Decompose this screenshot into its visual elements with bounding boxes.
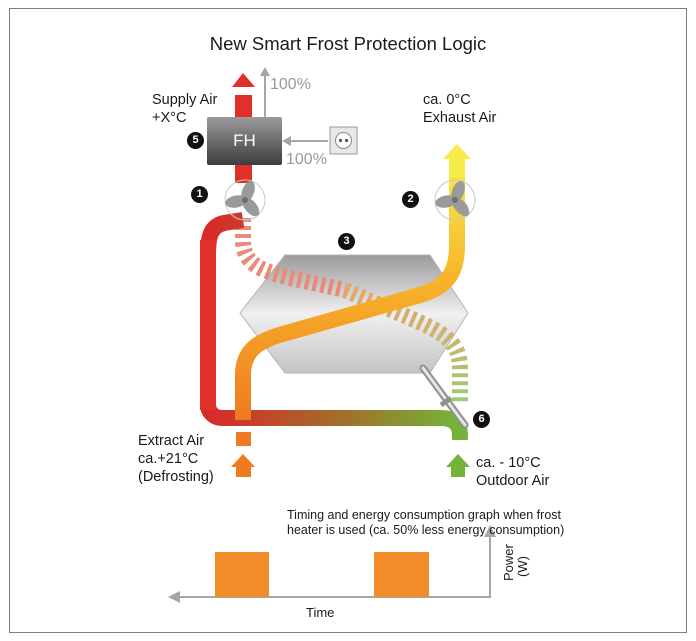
time-axis-label: Time — [306, 605, 335, 620]
extract-air-inlet — [236, 432, 251, 446]
exhaust-air-duct — [235, 160, 465, 420]
diagram-title: New Smart Frost Protection Logic — [209, 33, 487, 54]
supply-air-duct — [235, 95, 252, 117]
power-up-arrow-icon — [260, 67, 270, 76]
power-side-value: 100% — [286, 151, 327, 168]
power-axis-arrow-icon — [484, 525, 496, 537]
extract-air-temp: ca.+21°C — [138, 451, 199, 467]
badge-6: 6 — [473, 411, 490, 428]
badge-1: 1 — [191, 186, 208, 203]
defrosting-label: (Defrosting) — [138, 469, 214, 485]
time-axis-arrow-icon — [168, 591, 180, 603]
dashed-outdoor-flow — [341, 282, 468, 405]
graph-caption: Timing and energy consumption graph when… — [287, 508, 564, 538]
dashed-supply-flow — [235, 218, 347, 298]
badge-3: 3 — [338, 233, 355, 250]
exhaust-air-outlet — [449, 159, 465, 177]
power-in-arrow-icon — [282, 136, 291, 146]
graph-caption-line-1: Timing and energy consumption graph when… — [287, 508, 561, 522]
supply-air-temp: +X°C — [152, 110, 187, 126]
bypass-damper-icon — [419, 364, 469, 429]
badge-5: 5 — [187, 132, 204, 149]
diagram-frame — [9, 8, 687, 633]
energy-graph: Power (W) — [168, 525, 530, 603]
exhaust-fan-icon — [434, 179, 476, 221]
extract-arrow-icon — [231, 454, 255, 467]
extract-air-duct — [200, 212, 468, 440]
heater-pulse-2 — [374, 552, 429, 597]
outdoor-air-temp: ca. - 10°C — [476, 455, 541, 471]
supply-arrow-icon — [232, 73, 255, 87]
outdoor-arrow-icon — [446, 454, 470, 467]
graph-caption-line-2: heater is used (ca. 50% less energy cons… — [287, 523, 565, 537]
supply-air-label: Supply Air — [152, 92, 218, 108]
frost-heater-box: FH — [207, 117, 282, 165]
outdoor-air-label: Outdoor Air — [476, 473, 550, 489]
badge-2: 2 — [402, 191, 419, 208]
power-axis-label-2: (W) — [515, 556, 530, 577]
extract-air-label: Extract Air — [138, 433, 205, 449]
heater-pulse-1 — [215, 552, 269, 597]
power-top-value: 100% — [270, 76, 311, 93]
supply-fan-icon — [224, 179, 266, 221]
exhaust-arrow-icon — [443, 144, 471, 159]
supply-air-duct-lower — [235, 165, 252, 183]
exhaust-air-label: Exhaust Air — [423, 110, 497, 126]
power-axis-label-1: Power — [501, 543, 516, 581]
exhaust-air-temp: ca. 0°C — [423, 92, 471, 108]
